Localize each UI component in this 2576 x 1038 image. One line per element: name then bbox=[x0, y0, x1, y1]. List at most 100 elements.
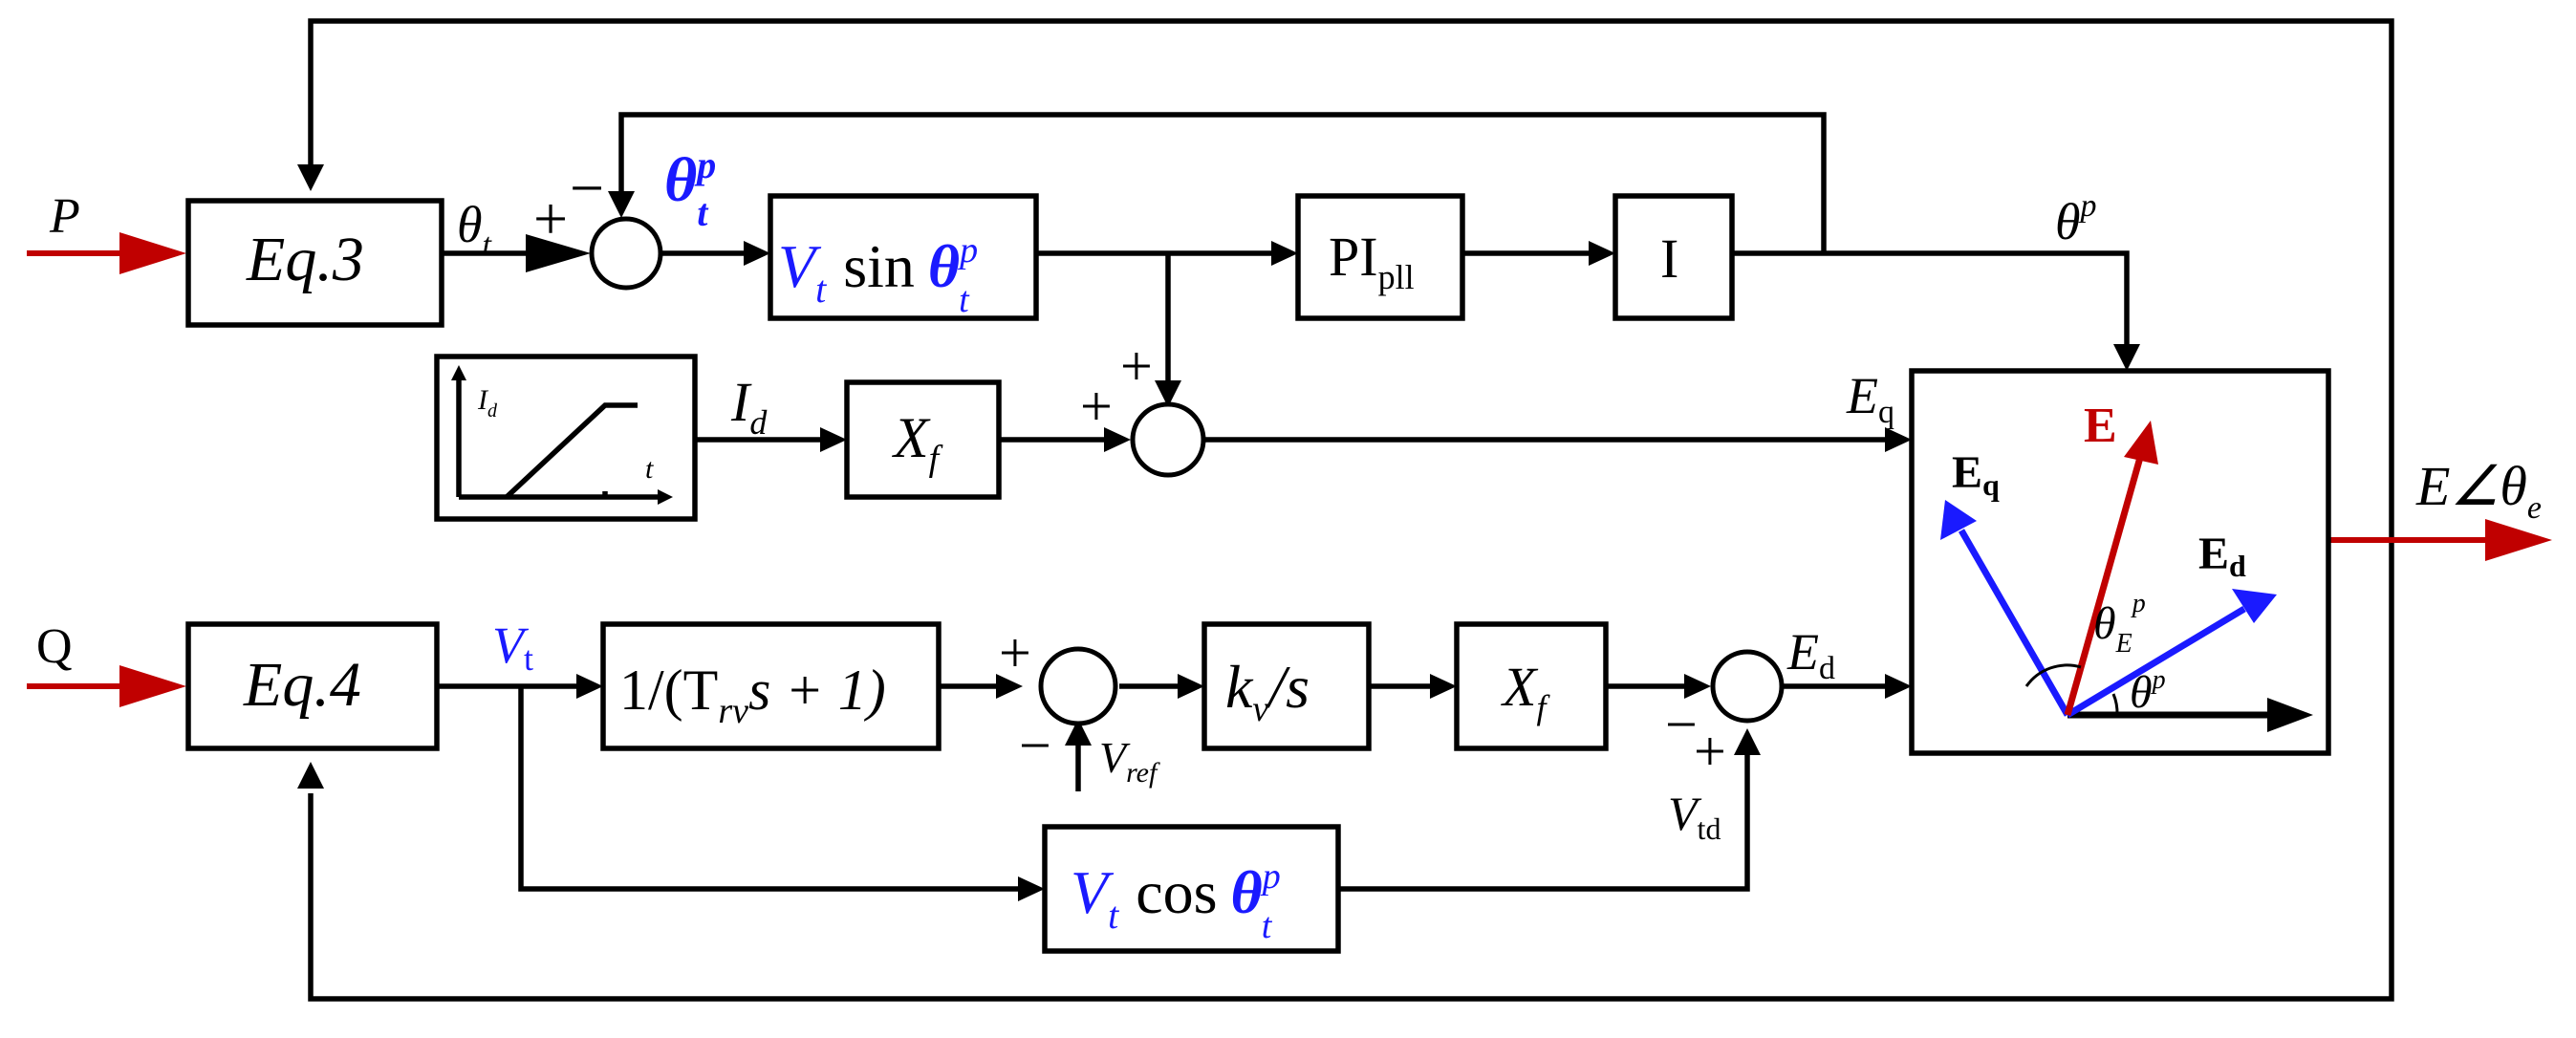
ramp-y-label: I bbox=[477, 384, 489, 416]
wire-integrator-to-phasor bbox=[1732, 250, 2130, 344]
vcos-theta: θ bbox=[1231, 858, 1263, 926]
vsin-block bbox=[768, 193, 1039, 321]
sum2-plus-left: + bbox=[1080, 375, 1113, 438]
kv-block bbox=[1201, 621, 1372, 751]
arrowhead-sum1-top bbox=[608, 191, 635, 218]
svg-text:θpt: θpt bbox=[664, 143, 716, 234]
xf-block-bottom bbox=[1454, 621, 1609, 751]
svg-text:t: t bbox=[645, 453, 654, 485]
sum3-minus: − bbox=[1019, 714, 1051, 777]
ramp-x-axis-arrowhead bbox=[658, 489, 673, 505]
kv-tail: /s bbox=[1266, 653, 1310, 721]
svg-text:+: + bbox=[533, 184, 568, 252]
phasor-theta-e-sub: E bbox=[2115, 629, 2132, 659]
vsin-v-sub: t bbox=[815, 268, 827, 311]
svg-text:Vtd: Vtd bbox=[1668, 787, 1721, 846]
vsin-theta-sup: p bbox=[957, 230, 978, 270]
input-p-label: P bbox=[49, 189, 80, 244]
ramp-y-axis-arrowhead bbox=[451, 365, 466, 380]
svg-text:Eq.3: Eq.3 bbox=[246, 225, 364, 294]
arrowhead-sum3-bottom bbox=[1065, 719, 1092, 746]
arrowhead-kv bbox=[1178, 674, 1204, 699]
sum1-plus-sign: + bbox=[533, 184, 568, 252]
svg-text:PIpll: PIpll bbox=[1329, 226, 1415, 296]
theta-tp-sup: p bbox=[694, 143, 716, 186]
phasor-eq-sub: q bbox=[1982, 467, 2000, 502]
vtd-label: V bbox=[1668, 787, 1702, 840]
vcos-theta-sup: p bbox=[1260, 856, 1281, 897]
xf-bottom-label: X bbox=[1501, 656, 1539, 718]
phasor-theta-e-sup: p bbox=[2131, 589, 2146, 618]
ramp-plot-block bbox=[434, 354, 698, 522]
svg-text:Id: Id bbox=[477, 384, 498, 422]
wire-pll-feedback bbox=[618, 112, 1827, 253]
svg-text:−: − bbox=[1019, 714, 1051, 777]
arrowhead-eq bbox=[1885, 427, 1912, 452]
lag-prefix: 1/(T bbox=[619, 659, 718, 722]
svg-text:−: − bbox=[570, 154, 604, 222]
phasor-ed-label: E bbox=[2198, 529, 2229, 579]
svg-text:Ed: Ed bbox=[2198, 529, 2246, 583]
arrowhead-sum1-left bbox=[526, 234, 591, 272]
arrowhead-phasor-top bbox=[2113, 344, 2140, 371]
wire-vt-to-vcos bbox=[518, 686, 1018, 892]
theta-t-label: θ bbox=[457, 196, 483, 253]
phasor-theta-p-arrowhead bbox=[2267, 698, 2313, 732]
svg-text:+: + bbox=[999, 621, 1031, 684]
vcos-theta-sub: t bbox=[1262, 906, 1273, 946]
arrowhead-ed bbox=[1885, 674, 1912, 699]
wires bbox=[297, 18, 2394, 1002]
vcos-v: V bbox=[1071, 858, 1115, 926]
vcos-fn: cos bbox=[1136, 858, 1217, 926]
theta-tp-sub: t bbox=[697, 191, 709, 234]
wire-vcos-to-sum4 bbox=[1338, 755, 1750, 892]
vcos-block bbox=[1042, 824, 1341, 954]
phasor-eq-vector bbox=[1958, 529, 2071, 717]
arrowhead-eq4-bottom bbox=[297, 762, 324, 789]
arrowhead-sum2-left bbox=[1104, 427, 1131, 452]
arrowhead-pi bbox=[1271, 241, 1298, 266]
arrowhead-integrator bbox=[1589, 241, 1615, 266]
theta-t-sub: t bbox=[483, 227, 493, 263]
sum-junction-pll bbox=[589, 216, 663, 291]
lag-sub: rv bbox=[718, 691, 748, 731]
lag-block bbox=[600, 621, 942, 751]
id-label: I bbox=[730, 371, 752, 433]
integrator-block bbox=[1613, 193, 1735, 321]
eq4-label: Eq.4 bbox=[243, 650, 361, 720]
theta-tp-label: θ bbox=[664, 145, 697, 215]
arrowhead-lag bbox=[576, 674, 603, 699]
input-q-label: Q bbox=[36, 619, 73, 674]
vsin-v: V bbox=[778, 232, 822, 300]
arrowhead-sum3-left bbox=[996, 674, 1023, 699]
output-arrowhead bbox=[2485, 519, 2552, 561]
svg-text:P: P bbox=[49, 189, 80, 244]
lag-tail: s + 1) bbox=[748, 659, 886, 722]
red-io-arrows bbox=[27, 232, 2552, 707]
svg-text:Q: Q bbox=[36, 619, 73, 674]
ed-signal-sub: d bbox=[1819, 651, 1835, 686]
vref-sub: ref bbox=[1126, 757, 1160, 789]
svg-text:Vref: Vref bbox=[1099, 733, 1160, 789]
eq3-label: Eq.3 bbox=[246, 225, 364, 294]
vcos-v-sub: t bbox=[1108, 894, 1119, 937]
phasor-eq-arrowhead bbox=[1940, 500, 1977, 540]
ramp-plot: Id t bbox=[451, 365, 673, 505]
phasor-e-vector bbox=[2064, 453, 2145, 716]
phasor-block bbox=[1909, 368, 2331, 756]
arrowhead-xf1 bbox=[820, 427, 847, 452]
eq3-block bbox=[185, 198, 444, 328]
sum-junction-vref bbox=[1038, 646, 1118, 726]
svg-text:+: + bbox=[1694, 720, 1726, 783]
phasor-theta-p-arc bbox=[2111, 693, 2119, 716]
vt-sub: t bbox=[524, 639, 533, 678]
sum-junction-ed bbox=[1710, 649, 1785, 724]
arrowhead-vsin bbox=[744, 241, 770, 266]
sum2-plus-top: + bbox=[1120, 335, 1153, 398]
eq-signal-label: E bbox=[1846, 367, 1878, 424]
kv-sub: v bbox=[1252, 689, 1268, 729]
phasor-ed-sub: d bbox=[2229, 549, 2246, 583]
xf-top-label: X bbox=[892, 406, 931, 469]
arrowhead-sum4-left bbox=[1684, 674, 1711, 699]
